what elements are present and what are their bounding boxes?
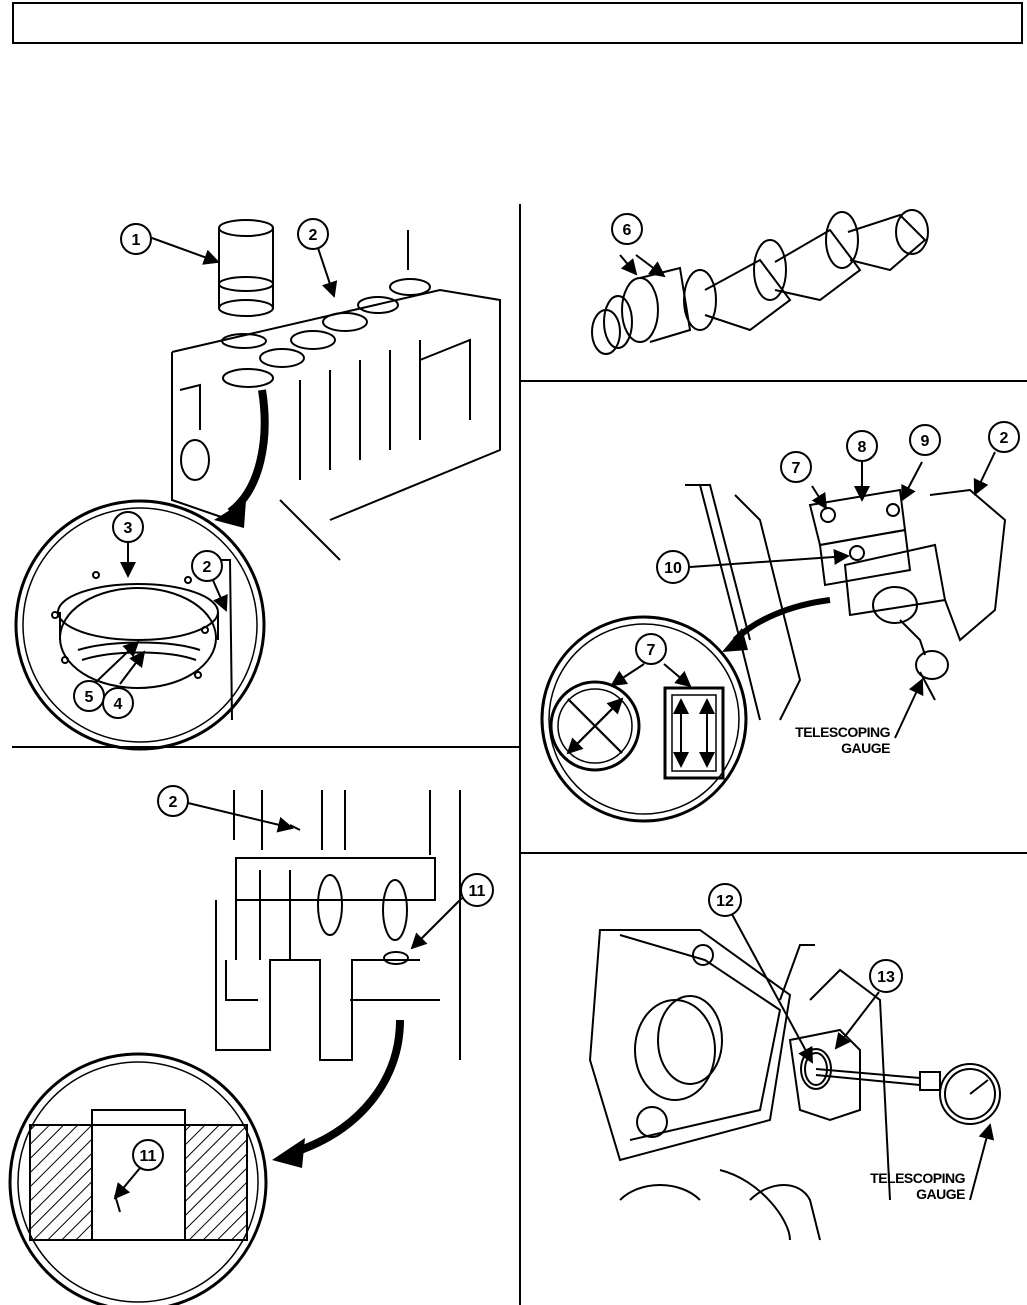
cylinder-block-illustration (171, 219, 501, 561)
header-box (12, 2, 1023, 44)
svg-text:2: 2 (169, 794, 178, 811)
svg-text:9: 9 (921, 433, 930, 450)
svg-text:7: 7 (792, 460, 801, 477)
callout-7: 7 (780, 451, 812, 483)
block-bore-illustration (215, 790, 461, 1061)
divider-vertical (519, 204, 521, 1305)
svg-text:13: 13 (877, 969, 895, 986)
svg-text:1: 1 (132, 232, 141, 249)
svg-text:11: 11 (140, 1148, 157, 1165)
svg-text:11: 11 (469, 883, 486, 900)
svg-text:7: 7 (647, 642, 656, 659)
cylinder-bore-detail (14, 499, 266, 751)
svg-text:8: 8 (858, 439, 867, 456)
oil-passage-section-detail (8, 1052, 268, 1305)
telescoping-gauge-label-top: TELESCOPING GAUGE (770, 724, 890, 756)
svg-text:6: 6 (623, 222, 632, 239)
callout-1: 1 (120, 223, 152, 255)
callout-9: 9 (909, 424, 941, 456)
bearing-measurement-detail (540, 615, 748, 823)
callout-13: 13 (869, 959, 903, 993)
svg-text:2: 2 (309, 227, 318, 244)
callout-6: 6 (611, 213, 643, 245)
svg-text:3: 3 (124, 520, 133, 537)
divider-right-top (521, 380, 1027, 382)
callout-10: 10 (656, 550, 690, 584)
callout-12: 12 (708, 883, 742, 917)
crankshaft-illustration (591, 209, 929, 355)
gauge-label-line1: TELESCOPING (795, 724, 890, 740)
gauge-label-line2: GAUGE (916, 1186, 965, 1202)
callout-2: 2 (191, 550, 223, 582)
gauge-label-line1: TELESCOPING (870, 1170, 965, 1186)
main-bearing-illustration (685, 484, 1007, 721)
svg-text:2: 2 (203, 559, 212, 576)
callout-4: 4 (102, 687, 134, 719)
callout-2: 2 (988, 421, 1020, 453)
svg-text:2: 2 (1000, 430, 1009, 447)
svg-text:5: 5 (85, 689, 94, 706)
callout-5: 5 (73, 680, 105, 712)
svg-text:4: 4 (114, 696, 123, 713)
callout-7: 7 (635, 633, 667, 665)
gauge-label-line2: GAUGE (841, 740, 890, 756)
callout-11: 11 (132, 1139, 164, 1171)
callout-11: 11 (460, 873, 494, 907)
telescoping-gauge-label-bottom: TELESCOPING GAUGE (845, 1170, 965, 1202)
callout-8: 8 (846, 430, 878, 462)
callout-3: 3 (112, 511, 144, 543)
detail-arrow-1 (227, 389, 269, 516)
callout-2: 2 (297, 218, 329, 250)
callout-2: 2 (157, 785, 189, 817)
svg-text:10: 10 (664, 560, 682, 577)
camshaft-bore-illustration (588, 929, 1001, 1241)
divider-left-horizontal (12, 746, 520, 748)
divider-right-middle (521, 852, 1027, 854)
detail-arrow-head-1 (214, 500, 246, 528)
callouts: 1 2 3 2 5 4 6 7 8 9 2 10 7 2 11 11 12 13 (73, 213, 1020, 1171)
svg-text:12: 12 (716, 893, 734, 910)
